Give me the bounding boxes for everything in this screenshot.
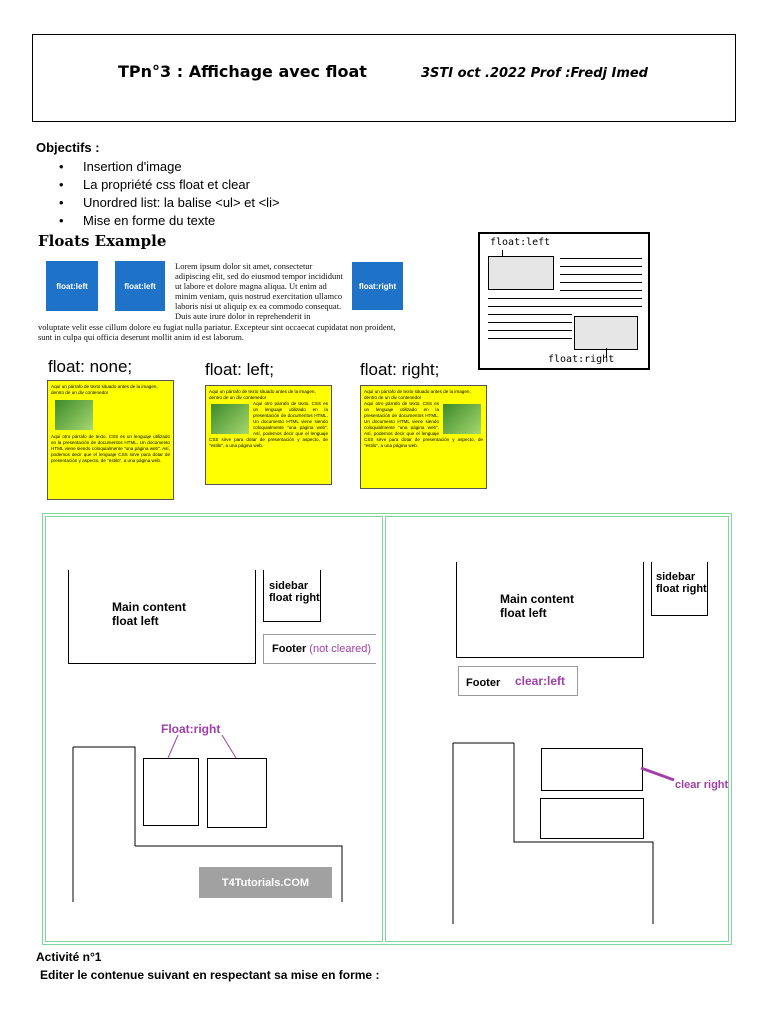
activity-description: Editer le contenue suivant en respectant…	[40, 968, 380, 982]
objectives-list: Insertion d'image La propriété css float…	[56, 158, 280, 230]
diagram-text-line	[488, 330, 572, 331]
diagram-pointer	[606, 348, 607, 358]
footer-text: Footer	[272, 643, 307, 655]
float-right-box: float:right	[352, 262, 403, 310]
float-right-arrows	[167, 734, 237, 759]
clear-right-box-a	[541, 748, 643, 791]
sidebar-label-left: sidebar float right	[269, 580, 320, 604]
diagram-text-line	[488, 298, 642, 299]
float-diagram: float:left float:right	[478, 232, 650, 370]
footer-box-right	[458, 666, 578, 696]
diagram-text-line	[488, 306, 642, 307]
watermark-logo: T4Tutorials.COM	[199, 867, 332, 898]
demo-image	[55, 400, 93, 430]
float-right-outline	[72, 746, 343, 902]
footer-note-right: clear:left	[515, 674, 566, 688]
float-left-box-2: float:left	[115, 261, 165, 311]
clear-demo-left-panel	[45, 516, 383, 942]
diagram-text-line	[560, 258, 642, 259]
main-content-box-left	[68, 570, 256, 664]
diagram-text-line	[488, 322, 572, 323]
float-right-demo-box: Aquí un párrafo de texto situado antes d…	[360, 385, 487, 489]
objective-item: Insertion d'image	[56, 158, 280, 176]
diagram-right-box	[574, 316, 638, 350]
footer-label-left: Footer (not cleared)	[272, 643, 371, 655]
clear-demo-right-panel	[385, 516, 729, 942]
float-right-box-b	[207, 758, 267, 828]
sidebar-box-left	[263, 570, 321, 622]
demo-body-text: Aquí otro párrafo de texto. CSS es un le…	[51, 434, 170, 463]
diagram-text-line	[488, 338, 572, 339]
float-left-box-1: float:left	[46, 261, 98, 311]
sidebar-label-right: sidebar float right	[656, 571, 707, 595]
diagram-text-line	[560, 266, 642, 267]
diagram-text-line	[560, 282, 642, 283]
floats-example-title: Floats Example	[38, 232, 167, 250]
objectives-title: Objectifs :	[36, 140, 100, 155]
float-right-annotation: Float:right	[161, 722, 221, 736]
diagram-left-box	[488, 256, 554, 290]
demo-intro-text: Aquí un párrafo de texto situado antes d…	[364, 389, 471, 400]
clear-right-annotation: clear right	[675, 779, 729, 791]
demo-body-text: Aquí otro párrafo de texto. CSS es un le…	[209, 401, 328, 448]
objective-item: Unordred list: la balise <ul> et <li>	[56, 194, 280, 212]
diagram-text-line	[560, 290, 642, 291]
float-none-box: Aquí un párrafo de texto situado antes d…	[47, 380, 174, 500]
float-right-title: float: right;	[360, 360, 440, 379]
main-content-label-left: Main content float left	[112, 600, 186, 628]
doc-meta: 3STI oct .2022 Prof :Fredj Imed	[421, 66, 648, 81]
clear-right-outline	[452, 742, 654, 924]
demo-intro-text: Aquí un párrafo de texto situado antes d…	[209, 389, 316, 400]
clear-right-arrow	[640, 766, 675, 782]
diagram-label-right: float:right	[548, 354, 615, 365]
lorem-wrapped-text: Lorem ipsum dolor sit amet, consectetur …	[175, 261, 343, 321]
clear-right-box-b	[540, 798, 644, 839]
demo-body-text: Aquí otro párrafo de texto. CSS es un le…	[364, 401, 483, 448]
demo-image	[443, 404, 481, 434]
diagram-text-line	[560, 274, 642, 275]
diagram-label-left: float:left	[490, 237, 551, 248]
objective-item: Mise en forme du texte	[56, 212, 280, 230]
diagram-text-line	[488, 314, 572, 315]
float-right-box-a	[143, 758, 199, 826]
footer-box-left	[263, 634, 376, 664]
doc-title: TPn°3 : Affichage avec float	[118, 62, 367, 81]
sidebar-box-right	[651, 562, 708, 616]
demo-image	[211, 404, 249, 434]
float-left-demo-box: Aquí un párrafo de texto situado antes d…	[205, 385, 332, 485]
footer-label-right: Footer	[466, 677, 501, 689]
main-content-box-right	[456, 562, 644, 658]
clear-demo-frame	[42, 513, 732, 945]
float-left-title: float: left;	[205, 360, 274, 379]
main-content-label-right: Main content float left	[500, 592, 574, 620]
lorem-full-text: voluptate velit esse cillum dolore eu fu…	[38, 322, 396, 342]
objective-item: La propriété css float et clear	[56, 176, 280, 194]
footer-note: (not cleared)	[309, 643, 372, 655]
activity-title: Activité n°1	[36, 950, 102, 964]
demo-intro-text: Aquí un párrafo de texto situado antes d…	[51, 384, 158, 395]
header-box	[32, 34, 736, 122]
float-none-title: float: none;	[48, 357, 133, 376]
